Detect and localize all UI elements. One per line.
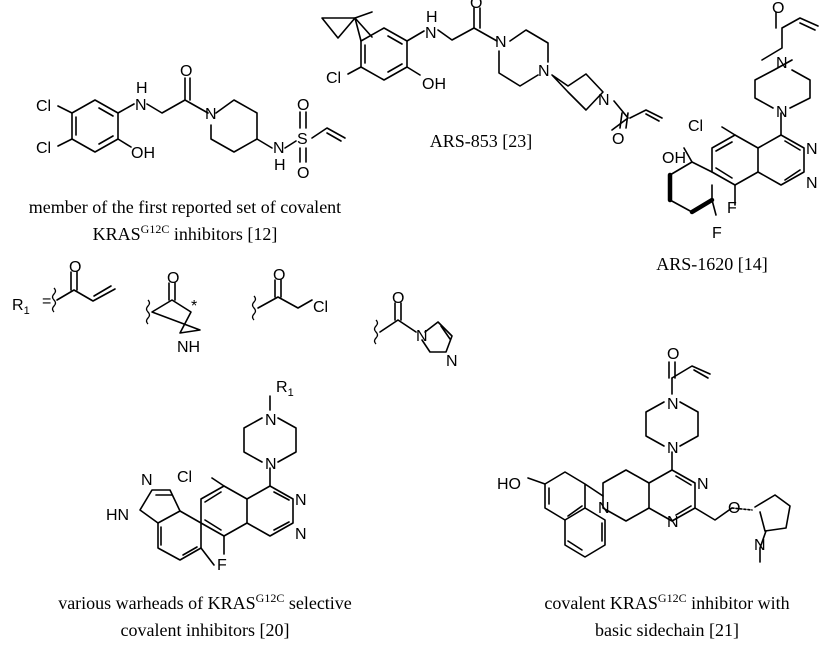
h-atom: H [136, 80, 148, 97]
caption-first-covalent-line1: member of the first reported set of cova… [29, 197, 341, 217]
cl-atom: Cl [688, 118, 703, 135]
n-atom: N [141, 472, 153, 489]
equals-sign: = [42, 293, 51, 310]
n-atom: N [697, 476, 709, 493]
caption-ars-1620: ARS-1620 [14] [656, 254, 768, 274]
n-atom: N [776, 55, 788, 72]
n-atom: N [425, 25, 437, 42]
n-atom: N [295, 526, 307, 543]
cl-atom: Cl [326, 70, 341, 87]
cl-atom: Cl [36, 140, 51, 157]
n-atom: N [205, 106, 217, 123]
n-atom: N [667, 396, 679, 413]
structure-ars-853: Cl OH H N O N N N O [321, 0, 663, 148]
caption-various-warheads-line2: covalent inhibitors [20] [121, 620, 290, 640]
structure-various-warheads: R1 N N N N Cl F N HN [106, 379, 307, 574]
n-atom: N [273, 140, 285, 157]
o-atom: O [728, 500, 740, 517]
n-atom: N [754, 537, 766, 554]
r1-label: R1 [12, 297, 30, 317]
o-atom: O [297, 165, 309, 182]
captions: member of the first reported set of cova… [29, 131, 790, 640]
o-atom: O [297, 97, 309, 114]
stereo-star: * [191, 298, 197, 315]
n-atom: N [667, 514, 679, 531]
o-atom: O [470, 0, 482, 12]
o-atom: O [612, 131, 624, 148]
n-atom: N [598, 500, 610, 517]
warhead-definitions: R1 = O O * NH O Cl O N N [12, 259, 458, 370]
n-atom: N [265, 456, 277, 473]
o-atom: O [667, 346, 679, 363]
f-atom: F [727, 200, 737, 217]
n-atom: N [598, 92, 610, 109]
cl-atom: Cl [313, 299, 328, 316]
structure-first-covalent-inhibitor: Cl Cl H N O N OH N H S O O [36, 63, 346, 182]
o-atom: O [273, 267, 285, 284]
oh-group: OH [131, 145, 155, 162]
n-atom: N [667, 440, 679, 457]
n-atom: N [495, 34, 507, 51]
oh-group: OH [422, 76, 446, 93]
o-atom: O [180, 63, 192, 80]
h-atom: H [426, 9, 438, 26]
caption-various-warheads-line1: various warheads of KRASG12C selective [58, 591, 352, 613]
h-atom: H [274, 157, 286, 174]
n-atom: N [295, 492, 307, 509]
n-atom: N [538, 63, 550, 80]
f-atom: F [217, 557, 227, 574]
ho-group: HO [497, 476, 521, 493]
r1-label: R1 [276, 379, 294, 399]
o-atom: O [167, 270, 179, 287]
caption-ars-853: ARS-853 [23] [430, 131, 533, 151]
n-atom: N [416, 328, 428, 345]
structure-ars-1620: Cl O N N N N F OH F [662, 0, 819, 242]
n-atom: N [776, 104, 788, 121]
caption-basic-sidechain-line2: basic sidechain [21] [595, 620, 739, 640]
hn-group: HN [106, 507, 129, 524]
n-atom: N [265, 412, 277, 429]
n-atom: N [135, 97, 147, 114]
cl-atom: Cl [36, 98, 51, 115]
nh-group: NH [177, 339, 200, 356]
o-atom: O [69, 259, 81, 276]
f-atom: F [712, 225, 722, 242]
oh-group: OH [662, 150, 686, 167]
caption-first-covalent-line2: KRASG12C inhibitors [12] [93, 222, 278, 244]
n-atom: N [806, 141, 818, 158]
s-atom: S [297, 131, 308, 148]
o-atom: O [772, 0, 784, 17]
cl-atom: Cl [177, 469, 192, 486]
caption-basic-sidechain-line1: covalent KRASG12C inhibitor with [544, 591, 789, 613]
n-atom: N [806, 175, 818, 192]
o-atom: O [392, 290, 404, 307]
n-atom: N [446, 353, 458, 370]
structure-basic-sidechain: O N N N N N O N HO [497, 346, 791, 563]
